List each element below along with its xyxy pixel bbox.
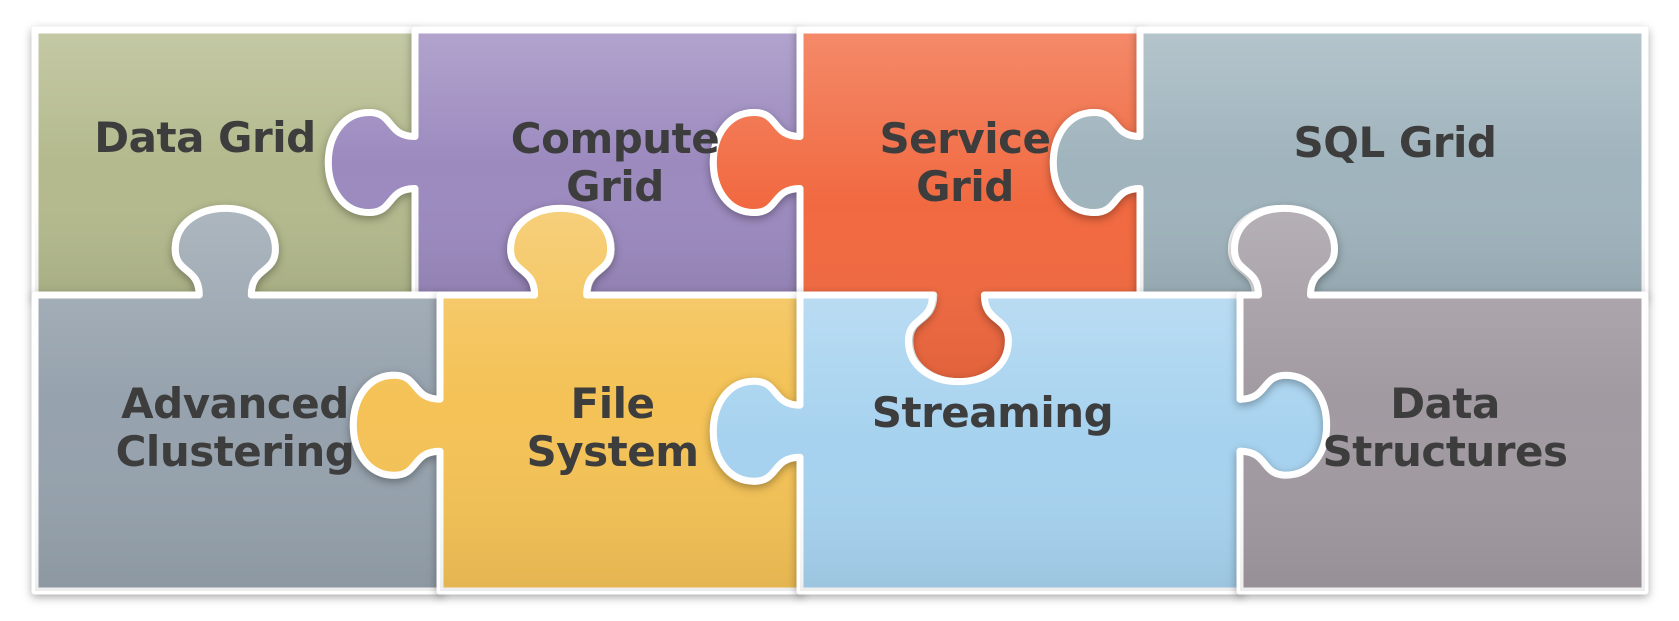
piece-shape-streaming	[710, 291, 1330, 595]
piece-shape-sql-grid	[1050, 26, 1649, 299]
puzzle-piece-streaming	[710, 291, 1330, 595]
puzzle-piece-sql-grid	[1050, 26, 1649, 299]
